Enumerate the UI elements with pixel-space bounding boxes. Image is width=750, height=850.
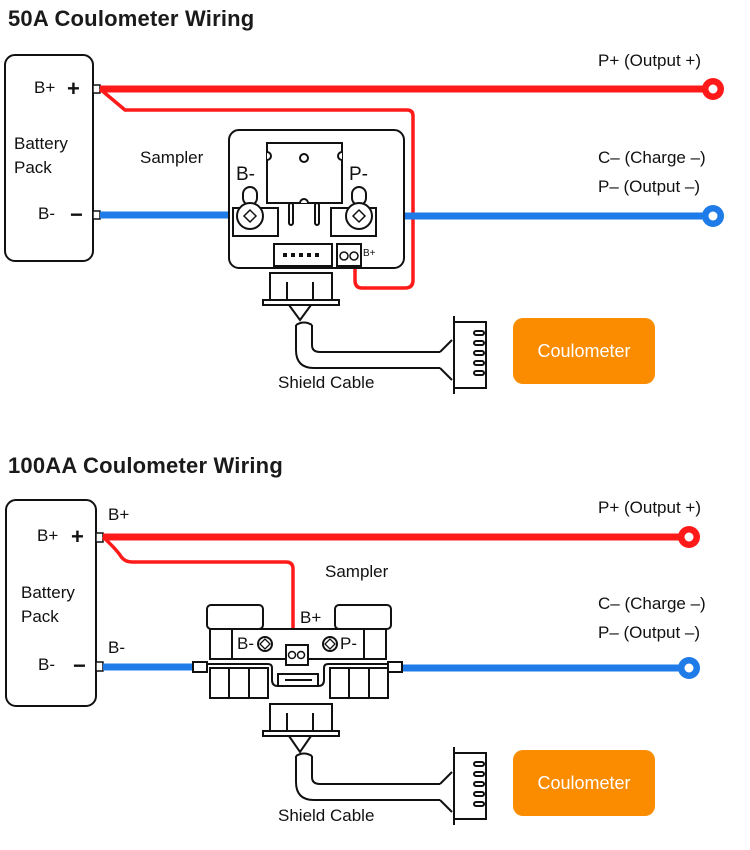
- battery-pos-label: B+: [37, 526, 59, 545]
- sampler-100a-board: [192, 604, 403, 699]
- output-pos-label: P+ (Output +): [598, 498, 701, 517]
- battery-pos-terminal: [92, 84, 101, 94]
- battery-pos-label: B+: [34, 78, 56, 97]
- positive-sense-wire: [101, 535, 295, 655]
- battery-pack-box: [5, 499, 97, 707]
- sampler-50a-board: [228, 129, 405, 269]
- wire-pos-label: B+: [108, 505, 130, 524]
- coulometer-box: Coulometer: [513, 318, 655, 384]
- battery-neg-sign: −: [70, 202, 83, 227]
- battery-label-line2: Pack: [14, 158, 52, 177]
- coulometer-box: Coulometer: [513, 750, 655, 816]
- output-charge-neg-label: C– (Charge –): [598, 148, 706, 167]
- battery-pos-sign: +: [71, 524, 84, 549]
- shield-cable-50a-end: [295, 321, 313, 326]
- shield-cable-label: Shield Cable: [278, 373, 375, 392]
- shield-cable-100a-end: [295, 752, 313, 757]
- output-charge-neg-label: C– (Charge –): [598, 594, 706, 613]
- diagram-100a-graphics: [5, 499, 700, 825]
- output-pos-connector-icon: [702, 78, 724, 100]
- wire-neg-label: B-: [108, 638, 125, 657]
- output-neg-label: P– (Output –): [598, 623, 701, 642]
- sampler-50a-plug: [262, 272, 340, 322]
- battery-label-line1: Battery: [21, 583, 75, 602]
- battery-neg-sign: −: [73, 653, 86, 678]
- battery-pos-terminal: [95, 532, 104, 543]
- positive-sense-wire: [98, 87, 415, 290]
- battery-neg-label: B-: [38, 204, 55, 223]
- sampler-label: Sampler: [325, 562, 389, 581]
- sampler-term-p-minus: P-: [349, 164, 368, 185]
- sampler-term-b-minus: B-: [236, 164, 255, 185]
- output-neg-connector-icon: [702, 205, 724, 227]
- shield-cable-label: Shield Cable: [278, 806, 375, 825]
- sampler-term-b-plus: B+: [300, 608, 322, 627]
- shield-cable-50a: [295, 325, 440, 369]
- output-pos-label: P+ (Output +): [598, 51, 701, 70]
- cable-connector-100a: [439, 747, 487, 825]
- sampler-label: Sampler: [140, 148, 204, 167]
- sampler-100a-plug: [262, 703, 340, 754]
- output-neg-connector-icon: [678, 657, 700, 679]
- battery-label-line1: Battery: [14, 134, 68, 153]
- diagram-50a-title: 50A Coulometer Wiring: [8, 6, 255, 31]
- output-pos-connector-icon: [678, 526, 700, 548]
- battery-label-line2: Pack: [21, 607, 59, 626]
- sampler-term-b-plus: B+: [363, 248, 376, 259]
- shield-cable-100a: [295, 756, 440, 801]
- sampler-50a-bplus-screws: [339, 251, 359, 261]
- sampler-term-b-minus: B-: [237, 634, 254, 653]
- battery-pack-box: [4, 54, 94, 262]
- battery-neg-terminal: [92, 210, 101, 220]
- battery-neg-terminal: [95, 661, 104, 672]
- sampler-50a-pins: [283, 253, 319, 257]
- battery-pos-sign: +: [67, 76, 80, 101]
- battery-neg-label: B-: [38, 655, 55, 674]
- cable-connector-50a: [439, 316, 487, 394]
- output-neg-label: P– (Output –): [598, 177, 701, 196]
- diagram-50a-graphics: [4, 54, 724, 394]
- diagram-100a-title: 100AA Coulometer Wiring: [8, 453, 283, 478]
- sampler-term-p-minus: P-: [340, 634, 357, 653]
